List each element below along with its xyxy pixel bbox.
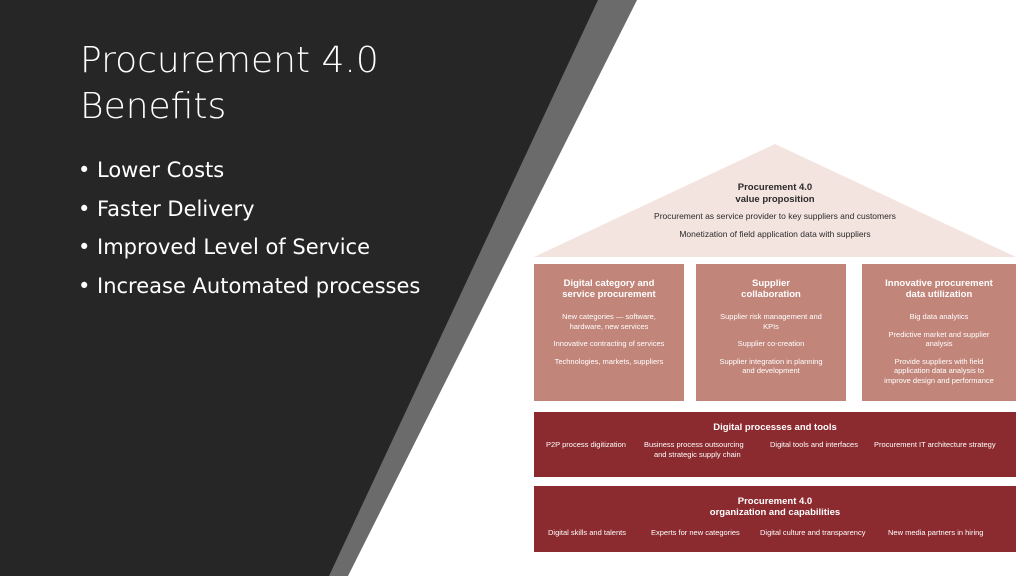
organization-band: Procurement 4.0 organization and capabil… [534, 486, 1016, 552]
pillar-digital-category: Digital category and service procurement… [534, 264, 684, 401]
band-title: Procurement 4.0 organization and capabil… [709, 496, 841, 518]
bullet-icon: • [78, 158, 91, 182]
bullet-icon: • [78, 196, 91, 221]
procurement-house-diagram: Procurement 4.0 value proposition Procur… [534, 144, 1016, 552]
bullet-item: •Increase Automated processes [78, 271, 420, 310]
slide-title: Procurement 4.0 Benefits [80, 38, 379, 130]
digital-processes-band: Digital processes and tools P2P process … [534, 412, 1016, 477]
pillar-supplier-collaboration: Supplier collaboration Supplier risk man… [696, 264, 846, 401]
title-line-1: Procurement 4.0 [80, 40, 379, 81]
roof-line: Monetization of field application data w… [679, 229, 871, 239]
title-line-2: Benefits [80, 86, 227, 127]
band-item: New media partners in hiring [888, 528, 984, 537]
bullet-icon: • [78, 235, 91, 259]
bullet-item: •Improved Level of Service [78, 232, 420, 271]
pillar-heading: Innovative procurement data utilization [885, 278, 993, 300]
roof-title: Procurement 4.0 value proposition [735, 182, 815, 205]
roof [534, 144, 1016, 257]
band-title: Digital processes and tools [713, 422, 837, 433]
pillar-heading: Digital category and service procurement [562, 278, 656, 300]
pillar-item: Technologies, markets, suppliers [554, 356, 664, 366]
pillar-item: New categories — software,hardware, new … [562, 312, 656, 331]
dark-panel [0, 0, 598, 576]
band-item: Digital tools and interfaces [770, 440, 858, 449]
band-item: Experts for new categories [651, 528, 740, 537]
band-item: P2P process digitization [546, 440, 626, 449]
band-item: Procurement IT architecture strategy [874, 440, 996, 449]
band-item: Digital skills and talents [548, 528, 626, 537]
pillar-item: Innovative contracting of services [553, 339, 665, 348]
pillar-item: Big data analytics [909, 312, 969, 321]
bullet-item: •Lower Costs [78, 155, 420, 194]
bullet-item: •Faster Delivery [78, 194, 420, 233]
pillar-data-utilization: Innovative procurement data utilization … [862, 264, 1016, 401]
band-item: Digital culture and transparency [760, 528, 866, 537]
pillar-heading: Supplier collaboration [741, 278, 801, 300]
roof-line: Procurement as service provider to key s… [654, 211, 896, 221]
benefits-list: •Lower Costs •Faster Delivery •Improved … [78, 155, 420, 309]
bullet-icon: • [78, 273, 91, 298]
pillar-item: Supplier co-creation [737, 339, 805, 348]
